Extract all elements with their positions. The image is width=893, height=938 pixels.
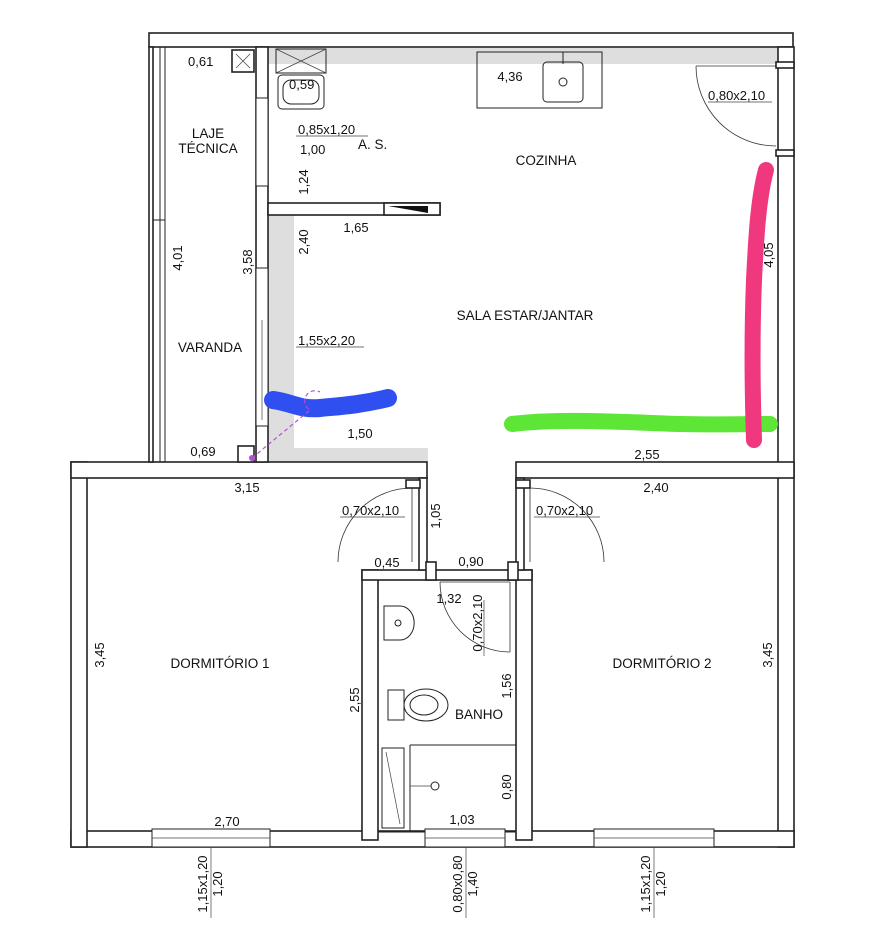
door-banho <box>439 581 511 653</box>
dim-2-40-v: 2,40 <box>296 229 311 254</box>
dim-3-45-right: 3,45 <box>760 642 775 667</box>
pink-marker-stroke <box>744 162 774 448</box>
dim-window-bath-a: 0,80x0,80 <box>450 855 465 912</box>
dim-1-65: 1,65 <box>343 220 368 235</box>
dim-4-05: 4,05 <box>761 242 776 267</box>
dim-window-d1-b: 1,20 <box>210 871 225 896</box>
dim-0-59: 0,59 <box>289 77 314 92</box>
window-dormitorio-2 <box>593 828 715 848</box>
dim-2-40-h: 2,40 <box>643 480 668 495</box>
living-wall-band <box>268 215 294 453</box>
dim-2-70: 2,70 <box>214 814 239 829</box>
dim-1-00: 1,00 <box>300 142 325 157</box>
room-sala: SALA ESTAR/JANTAR <box>457 308 594 323</box>
dim-0-45: 0,45 <box>374 555 399 570</box>
door-dormitorio-1 <box>337 479 437 581</box>
dim-window-bath-b: 1,40 <box>465 871 480 896</box>
purple-dashed-line <box>251 390 321 459</box>
dim-4-36: 4,36 <box>497 69 522 84</box>
dim-window-1-55: 1,55x2,20 <box>298 333 355 348</box>
dim-door-d2: 0,70x2,10 <box>536 503 593 518</box>
room-labels: LAJE TÉCNICA A. S. COZINHA SALA ESTAR/JA… <box>170 126 711 722</box>
dim-4-01: 4,01 <box>170 245 185 270</box>
blue-marker-stroke <box>264 389 397 418</box>
dim-window-d2-a: 1,15x1,20 <box>638 855 653 912</box>
dim-0-80: 0,80 <box>499 774 514 799</box>
room-laje-line2: TÉCNICA <box>178 141 237 156</box>
toilet-icon <box>387 688 449 722</box>
varanda-railing <box>87 47 256 463</box>
door-entrance <box>695 61 795 157</box>
tank-icon <box>275 48 327 110</box>
dim-0-61: 0,61 <box>188 54 213 69</box>
bath-inner-wall <box>377 579 517 833</box>
dim-3-58: 3,58 <box>240 249 255 274</box>
dim-1-03: 1,03 <box>449 812 474 827</box>
dim-door-0-80: 0,80x2,10 <box>708 88 765 103</box>
dimension-labels: 0,61 0,59 4,36 0,80x2,10 0,85x1,20 1,00 … <box>92 54 776 913</box>
green-marker-stroke <box>504 412 778 433</box>
dim-3-15: 3,15 <box>234 480 259 495</box>
room-banho: BANHO <box>455 707 503 722</box>
dim-door-d1: 0,70x2,10 <box>342 503 399 518</box>
bath-sink-icon <box>383 605 415 641</box>
stub-hatch <box>388 206 428 213</box>
room-as: A. S. <box>358 137 387 152</box>
dim-0-90: 0,90 <box>458 554 483 569</box>
room-varanda: VARANDA <box>178 340 242 355</box>
dim-3-45-left: 3,45 <box>92 642 107 667</box>
door-dormitorio-2 <box>507 479 605 581</box>
living-bottom-band <box>268 448 428 462</box>
dim-door-bath: 0,70x2,10 <box>470 594 485 651</box>
dim-window-0-85: 0,85x1,20 <box>298 122 355 137</box>
room-laje-line1: LAJE <box>192 126 224 141</box>
dim-window-d1-a: 1,15x1,20 <box>195 855 210 912</box>
window-laje <box>255 97 269 187</box>
window-banho <box>424 828 506 848</box>
dim-1-32: 1,32 <box>436 591 461 606</box>
dimension-lines <box>296 101 772 656</box>
kitchen-counter-band <box>258 48 778 64</box>
dim-2-55-v: 2,55 <box>347 687 362 712</box>
dim-1-50: 1,50 <box>347 426 372 441</box>
room-dormitorio-2: DORMITÓRIO 2 <box>612 656 711 671</box>
dim-2-55-h: 2,55 <box>634 447 659 462</box>
window-dormitorio-1 <box>151 828 271 848</box>
purple-dot <box>249 455 255 461</box>
marker-annotations <box>249 162 778 461</box>
dim-1-24: 1,24 <box>296 169 311 194</box>
room-dormitorio-1: DORMITÓRIO 1 <box>170 656 269 671</box>
shower-icon <box>381 747 440 829</box>
kitchen-sink-icon <box>476 51 603 109</box>
dim-1-05: 1,05 <box>428 503 443 528</box>
dim-window-d2-b: 1,20 <box>653 871 668 896</box>
dim-0-69: 0,69 <box>190 444 215 459</box>
room-cozinha: COZINHA <box>516 153 577 168</box>
dim-1-56: 1,56 <box>499 673 514 698</box>
